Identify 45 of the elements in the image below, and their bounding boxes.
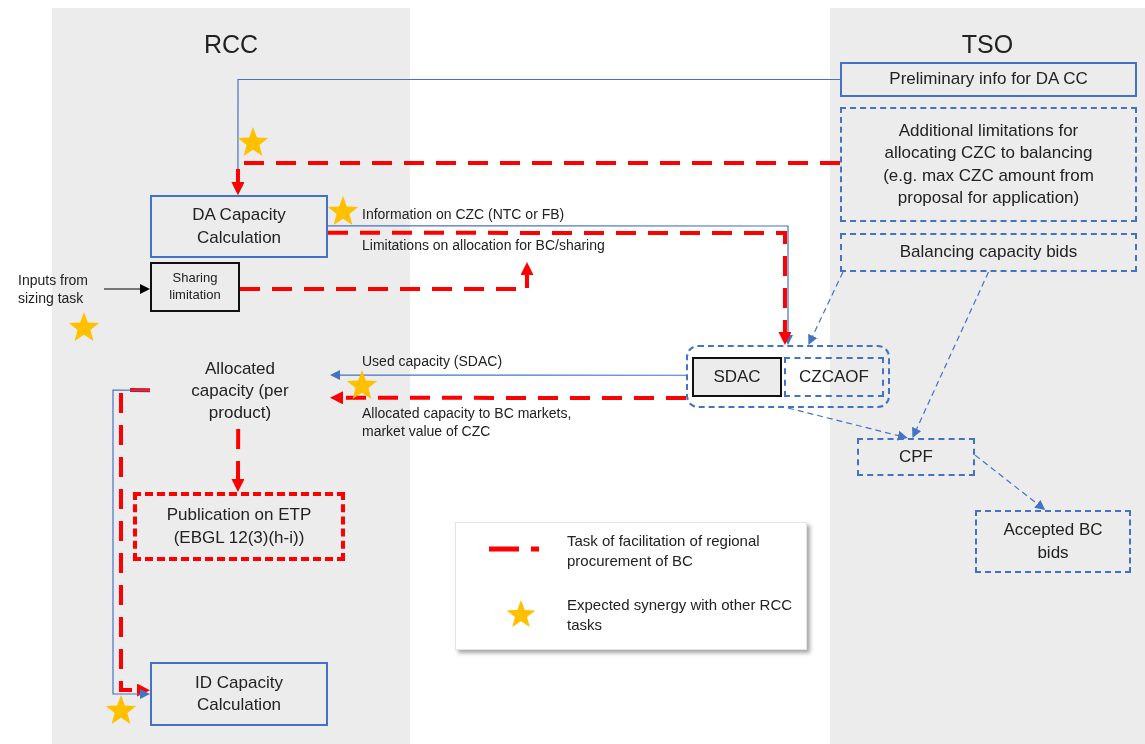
dashed-box — [840, 233, 1137, 272]
dashed-arrow — [240, 262, 534, 291]
box-label: Preliminary info for DA CC — [889, 68, 1088, 91]
box-label: ID Capacity Calculation — [194, 671, 284, 716]
task-box — [133, 492, 345, 561]
dashed-arrow — [974, 454, 1046, 510]
legend-text: Task of facilitation of regional procurement of BC — [567, 531, 761, 570]
dashed-arrow — [119, 388, 150, 697]
group-box — [686, 345, 890, 408]
lane-heading: RCC — [203, 29, 259, 60]
box-label: Sharing limitation — [168, 270, 222, 304]
dashed-arrow — [787, 407, 908, 441]
dashed-box — [784, 357, 884, 397]
box-label: Publication on ETP (EBGL 12(3)(h-i)) — [165, 504, 313, 549]
process-box — [150, 662, 328, 726]
box-label: Additional limitations for allocating CZC to balancing (e.g. max CZC amount from proposal for application) — [882, 120, 1095, 209]
box-label: Accepted BC bids — [1002, 519, 1104, 564]
box-label: CPF — [899, 445, 933, 468]
edge-label: Limitations on allocation for BC/sharing — [362, 236, 606, 255]
box-label: SDAC — [713, 365, 761, 388]
flow-text: Inputs from sizing task — [18, 270, 90, 308]
arrow — [330, 370, 687, 381]
process-box — [150, 262, 240, 312]
process-box — [840, 62, 1137, 97]
dashed-arrow — [330, 391, 686, 405]
dashed-arrow — [912, 271, 990, 438]
process-box — [692, 357, 782, 397]
dashed-arrow — [231, 429, 245, 492]
dashed-arrow — [231, 161, 840, 195]
dashed-arrow — [808, 271, 844, 345]
box-label: DA Capacity Calculation — [191, 204, 287, 249]
edge-label: Used capacity (SDAC) — [362, 352, 504, 371]
edge-label: Information on CZC (NTC or FB) — [362, 205, 566, 224]
box-label: Balancing capacity bids — [899, 241, 1078, 264]
arrow — [103, 284, 150, 294]
arrow — [112, 389, 151, 699]
flow-text: Allocated capacity (per product) — [190, 357, 290, 425]
dashed-box — [975, 510, 1131, 573]
dashed-box — [840, 107, 1137, 222]
dashed-box — [857, 438, 975, 476]
edge-label: Allocated capacity to BC markets, market value of CZC — [362, 404, 573, 441]
box-label: CZCAOF — [799, 365, 869, 388]
process-box — [150, 195, 328, 258]
lane-heading: TSO — [961, 29, 1014, 60]
legend-text: Expected synergy with other RCC tasks — [567, 595, 794, 634]
